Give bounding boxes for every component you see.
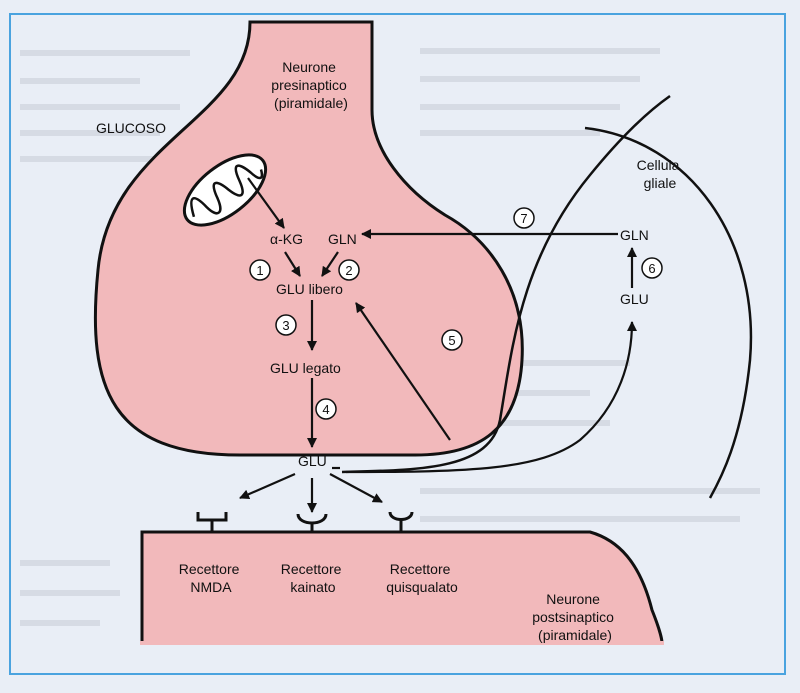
arrow-akg-to-glu [284, 251, 301, 277]
step-marker-4: 4 [315, 398, 337, 420]
receptor-quisqualato-label: Recettore quisqualato [386, 561, 458, 595]
presynaptic-title-line-2: presinaptico [271, 77, 347, 93]
presynaptic-neuron-body [93, 20, 524, 457]
step-marker-2: 2 [338, 259, 360, 281]
step-marker-1: 1 [249, 259, 271, 281]
postsynaptic-neuron-body [140, 530, 664, 645]
glial-cell-outer-boundary [584, 126, 753, 499]
svg-text:6: 6 [648, 261, 655, 276]
glu-glial-label: GLU [620, 291, 649, 307]
arrow-reuptake-to-glu-free [355, 302, 451, 441]
presynaptic-title-line-1: Neurone [282, 59, 336, 75]
arrow-cleft-to-quisqualato [329, 473, 383, 503]
step-marker-7: 7 [513, 207, 535, 229]
glu-free-label: GLU libero [276, 281, 343, 297]
pathway-arrows [239, 177, 637, 513]
postsynaptic-title: Neurone postsinaptico (piramidale) [532, 591, 618, 643]
svg-text:4: 4 [322, 402, 329, 417]
akg-label: α-KG [270, 231, 303, 247]
presynaptic-title-line-3: (piramidale) [274, 95, 348, 111]
step-marker-5: 5 [441, 329, 463, 351]
svg-text:5: 5 [448, 333, 455, 348]
receptor-symbols [196, 511, 414, 533]
glu-bound-label: GLU legato [270, 360, 341, 376]
figure-frame [9, 13, 786, 675]
nmda-receptor-icon [196, 512, 228, 533]
glu-cleft-label: GLU [298, 453, 327, 469]
svg-text:3: 3 [282, 318, 289, 333]
glucose-label: GLUCOSO [96, 120, 166, 136]
glial-title: Cellula gliale [637, 157, 684, 191]
gln-glial-label: GLN [620, 227, 649, 243]
arrow-gln-to-glu [321, 251, 339, 277]
glial-title-line-1: Cellula [637, 157, 680, 173]
arrow-mito-to-akg [247, 177, 285, 229]
receptor-nmda-label: Recettore NMDA [179, 561, 244, 595]
svg-text:2: 2 [345, 263, 352, 278]
kainato-receptor-icon [296, 513, 328, 533]
presynaptic-title: Neurone presinaptico (piramidale) [271, 59, 350, 111]
step-marker-3: 3 [275, 314, 297, 336]
arrow-cleft-to-glial-glu [345, 321, 637, 474]
gln-neuron-label: GLN [328, 231, 357, 247]
receptor-kainato-label: Recettore kainato [281, 561, 346, 595]
mitochondrion-icon [182, 153, 268, 227]
arrow-cleft-to-nmda [239, 472, 296, 500]
svg-text:1: 1 [256, 263, 263, 278]
glial-title-line-2: gliale [644, 175, 677, 191]
step-marker-6: 6 [641, 257, 663, 279]
step-markers: 1 2 3 4 5 6 7 [249, 207, 663, 420]
quisqualato-receptor-icon [388, 511, 414, 533]
svg-text:7: 7 [520, 211, 527, 226]
